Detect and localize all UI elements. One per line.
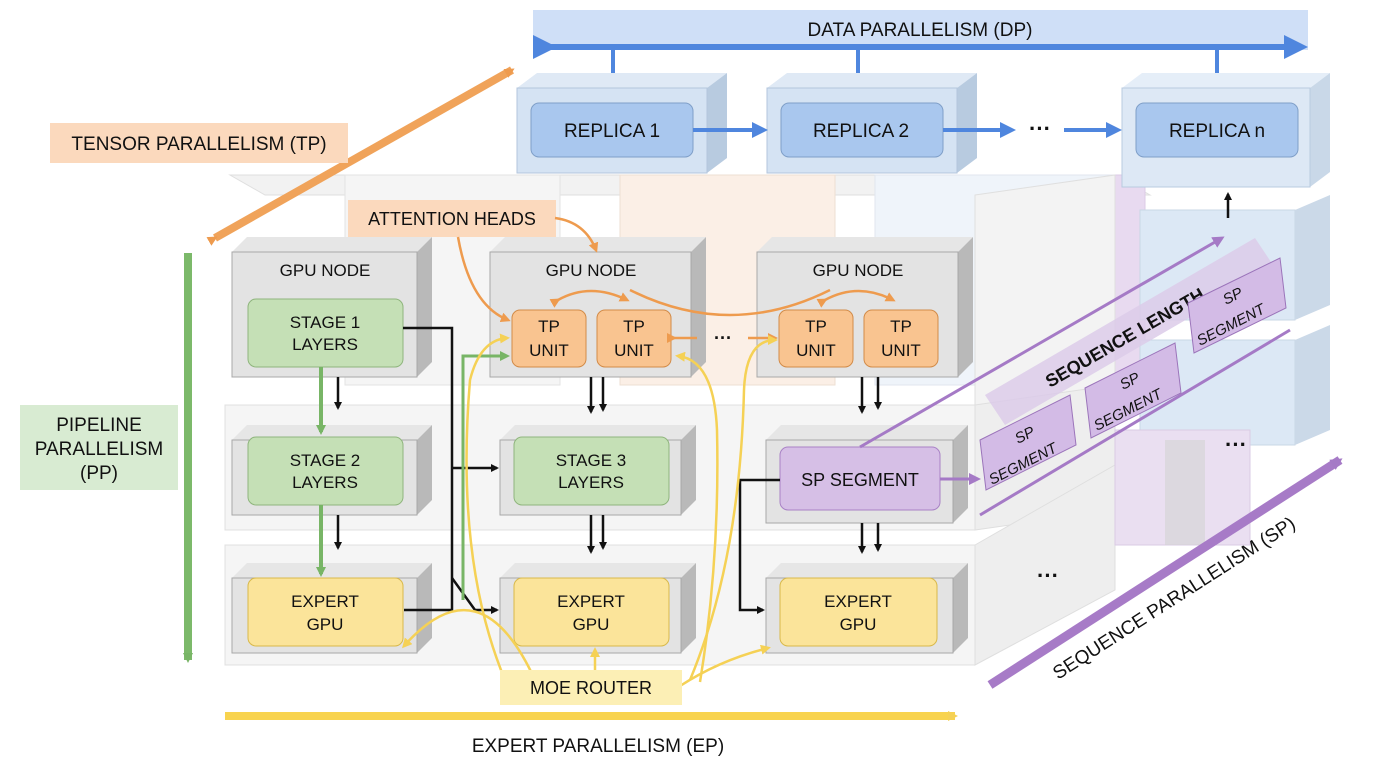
attention-heads-box [348,200,556,237]
expert-gpu-3: EXPERT GPU [765,563,968,654]
stage-2-line2: LAYERS [292,473,358,492]
svg-text:GPU: GPU [840,615,877,634]
svg-text:TP: TP [805,317,827,336]
right-ellipsis: ··· [1225,432,1247,457]
gpu-node-3-title: GPU NODE [813,261,904,280]
tp-link-cross [629,288,831,317]
stage-3-line2: LAYERS [558,473,624,492]
moe-router-label: MOE ROUTER [530,678,652,698]
tp-label-box [50,123,348,163]
sp-arrow [987,456,1343,689]
svg-text:UNIT: UNIT [796,341,836,360]
tp-unit-1: TP UNIT [511,309,587,368]
replica-1: REPLICA 1 [516,73,727,174]
attention-to-tp-arrow [456,236,511,323]
pp-label-line3: (PP) [80,463,118,484]
seq-length-band [985,238,1275,425]
svg-text:EXPERT: EXPERT [824,592,892,611]
tp-unit-2: TP UNIT [596,309,672,368]
replica-ellipsis: ··· [1029,116,1051,141]
sp-segment-2: SP SEGMENT [1084,342,1182,439]
tp-arrow [206,66,515,246]
expert-gpu-1: EXPERT GPU [231,563,432,654]
stage-3-line1: STAGE 3 [556,451,627,470]
gpu-node-1-title: GPU NODE [280,261,371,280]
svg-text:EXPERT: EXPERT [291,592,359,611]
replica-n-label: REPLICA n [1169,121,1265,142]
pp-label-line1: PIPELINE [56,415,142,436]
sp-baseline [979,328,1291,517]
replica-2-label: REPLICA 2 [813,121,909,142]
tp-ellipsis: ··· [714,328,732,348]
expert-ellipsis: ··· [1037,563,1059,588]
stage-1-box [247,298,404,368]
svg-text:EXPERT: EXPERT [557,592,625,611]
attention-heads-label: ATTENTION HEADS [368,209,536,229]
dp-label: DATA PARALLELISM (DP) [808,20,1033,41]
tp-link-1-2 [549,289,630,308]
stage-1-line1: STAGE 1 [290,313,361,332]
svg-text:TP: TP [623,317,645,336]
svg-text:GPU: GPU [307,615,344,634]
sp-segment-node: SP SEGMENT [765,425,968,524]
replica-1-label: REPLICA 1 [564,121,660,142]
attention-to-node-arrow [554,216,599,253]
sp-segment-label: SP SEGMENT [801,470,919,490]
tp-label: TENSOR PARALLELISM (TP) [71,134,326,155]
pp-label-line2: PARALLELISM [35,439,163,460]
svg-text:TP: TP [538,317,560,336]
svg-text:UNIT: UNIT [614,341,654,360]
expert-gpu-2: EXPERT GPU [499,563,696,654]
svg-text:UNIT: UNIT [529,341,569,360]
ep-label: EXPERT PARALLELISM (EP) [472,736,724,757]
stage-2-node: STAGE 2 LAYERS [231,425,432,516]
pp-label-box [20,405,178,490]
svg-text:UNIT: UNIT [881,341,921,360]
moe-router-box [500,670,682,705]
moe-routes [402,333,778,688]
stage-3-node: STAGE 3 LAYERS [499,425,696,516]
pp-green-link [461,351,510,600]
replica-n: REPLICA n [1121,73,1330,188]
tp-unit-3: TP UNIT [778,309,854,368]
seq-length-arrow [859,236,1225,449]
tp-unit-4: TP UNIT [863,309,939,368]
svg-text:GPU: GPU [573,615,610,634]
gpu-node-2-title: GPU NODE [546,261,637,280]
svg-text:TP: TP [890,317,912,336]
replica-2: REPLICA 2 [766,73,977,174]
tp-link-3-4 [816,289,896,308]
stage-2-line1: STAGE 2 [290,451,361,470]
stage-1-line2: LAYERS [292,335,358,354]
flow-arrows [334,326,882,614]
